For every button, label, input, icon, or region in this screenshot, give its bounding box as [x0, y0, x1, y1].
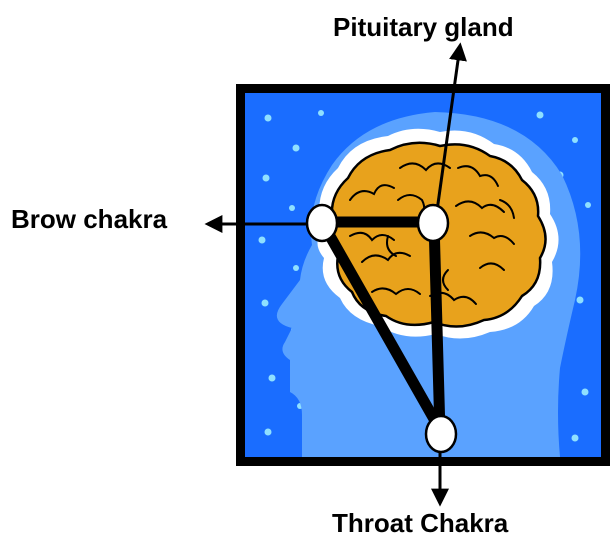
- pituitary-gland-label: Pituitary gland: [333, 14, 514, 40]
- throat-chakra-node: [426, 416, 456, 452]
- pituitary-node: [418, 205, 448, 241]
- brow-chakra-node: [307, 205, 337, 241]
- throat-chakra-label: Throat Chakra: [332, 510, 508, 536]
- brow-chakra-label: Brow chakra: [11, 206, 167, 232]
